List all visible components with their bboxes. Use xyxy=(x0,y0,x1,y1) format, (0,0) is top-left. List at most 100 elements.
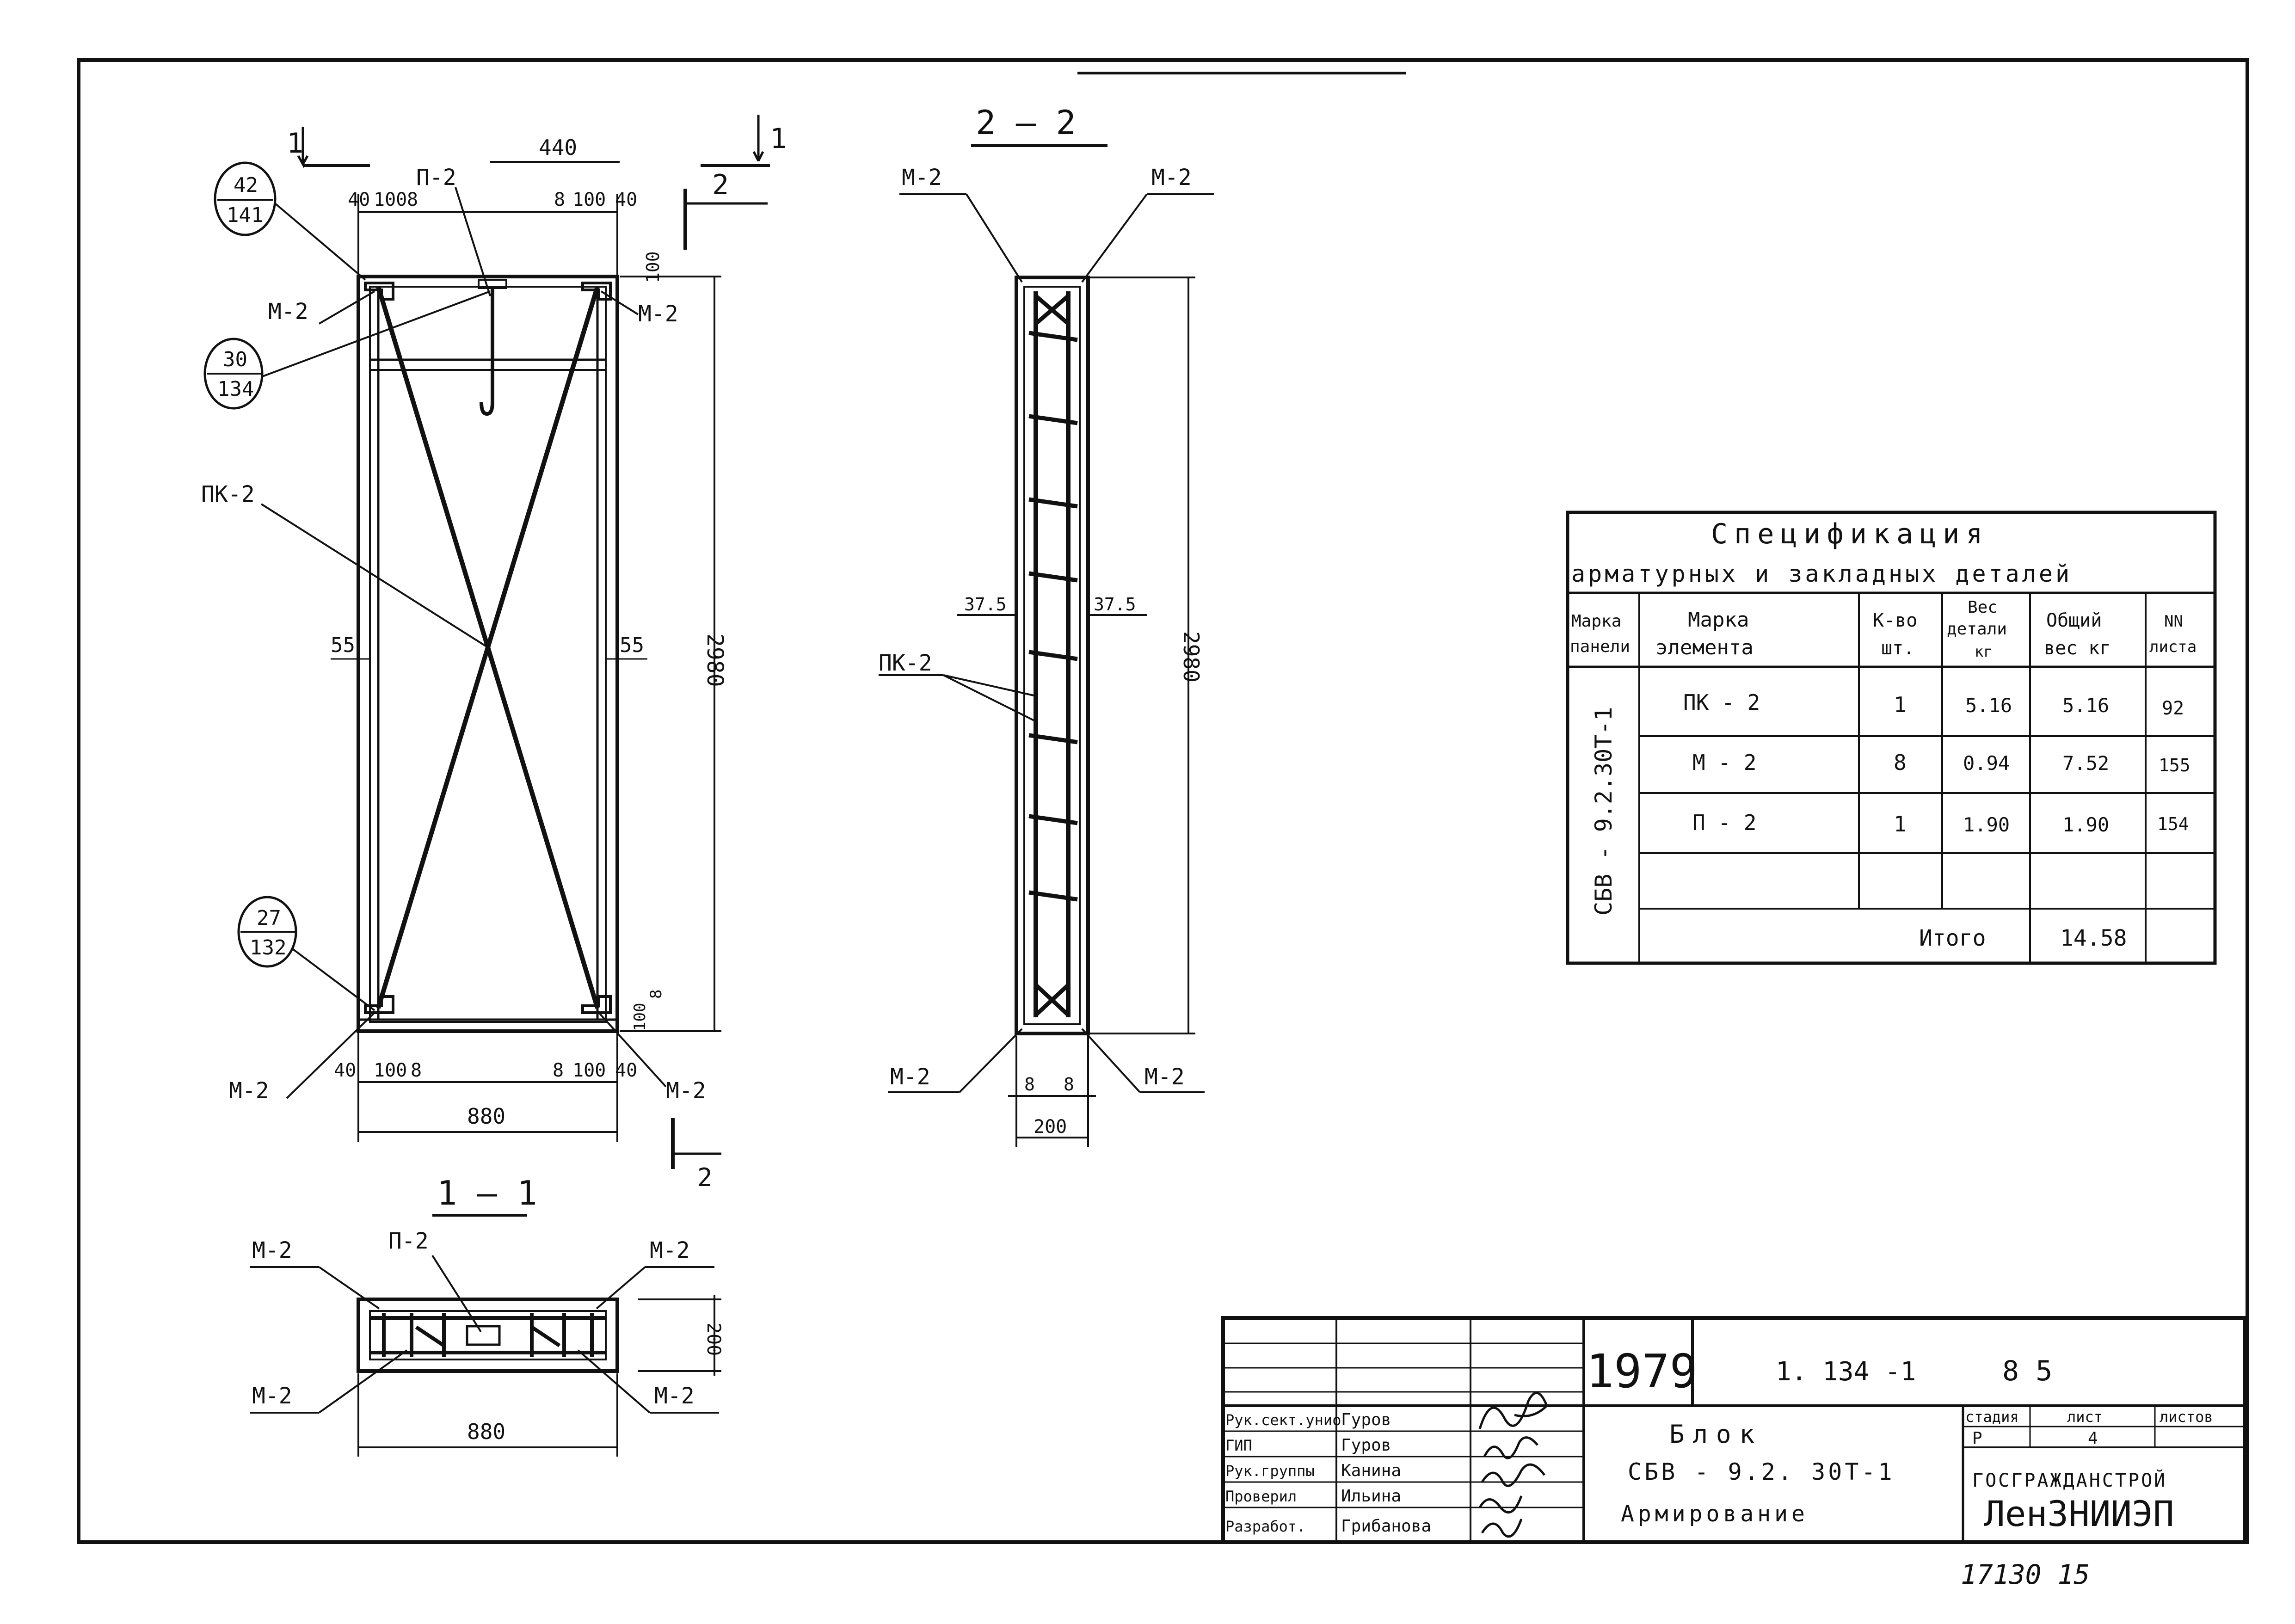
bottom-ref: 17130 15 xyxy=(1961,1559,2090,1590)
dim-2-2-bottom-8-right: 8 xyxy=(1064,1074,1074,1095)
spec-h-element-1: Марка xyxy=(1688,608,1749,632)
spec-h-sheet-1: NN xyxy=(2164,612,2183,631)
leader-1-1-m2-bottom-right xyxy=(577,1349,651,1414)
tb-name-line3: Армирование xyxy=(1621,1501,1809,1527)
label-1-1-m2-bottom-left: М-2 xyxy=(252,1383,292,1409)
svg-text:7.52: 7.52 xyxy=(2062,752,2109,775)
section-1-1-inner xyxy=(369,1310,607,1360)
label-2-2-m2-bottom-right: М-2 xyxy=(1144,1064,1185,1090)
spec-row-2: М - 2 8 0.94 7.52 155 xyxy=(1692,750,2190,775)
leader-2-2-m2-top-right xyxy=(1081,193,1148,283)
dim-2-2-height: 2980 xyxy=(1179,631,1204,683)
leader-1-1-p2 xyxy=(431,1255,482,1333)
svg-text:5.16: 5.16 xyxy=(2062,694,2109,717)
leader-m2-bottom-right xyxy=(598,1012,667,1088)
section-2-2-inner xyxy=(1023,286,1081,1025)
spec-h-qty-2: шт. xyxy=(1881,638,1914,659)
tb-role-3: Рук.группы xyxy=(1225,1462,1315,1480)
plate-m2-bottom-left xyxy=(364,995,394,1014)
label-2-2-m2-top-left: М-2 xyxy=(902,165,942,191)
tb-org1: ГОСГРАЖДАНСТРОЙ xyxy=(1972,1469,2167,1491)
section-2-2-outline xyxy=(1015,276,1090,1035)
dim-bottom-40-right: 40 xyxy=(615,1060,637,1081)
section-1-1-title: 1 — 1 xyxy=(437,1174,537,1212)
spec-h-sheet-2: листа xyxy=(2149,638,2197,656)
label-1-1-m2-top-right: М-2 xyxy=(650,1237,690,1263)
section-1-1-p2-plate xyxy=(466,1325,501,1346)
label-m2-top-left: М-2 xyxy=(268,299,308,325)
section-2-2: 2 — 2 37.5 37.5 2980 8 xyxy=(879,103,1214,1147)
spec-table-title1: Спецификация xyxy=(1711,518,1989,550)
dim-height-2980: 2980 xyxy=(702,634,728,687)
tb-role-2: ГИП xyxy=(1225,1437,1252,1454)
title-block: 1979 1. 134 -1 8 5 Рук.сект.унио ГИП Рук… xyxy=(1221,1316,2247,1544)
panel-outline xyxy=(357,275,619,1033)
tb-name-1: Гуров xyxy=(1341,1410,1391,1429)
spec-table-title2: арматурных и закладных деталей xyxy=(1571,560,2072,587)
section-mark-left-label: 1 xyxy=(287,127,303,160)
dim-top-100-left: 100 xyxy=(374,189,407,210)
spec-h-panel-2: панели xyxy=(1570,637,1630,656)
svg-text:132: 132 xyxy=(250,936,286,960)
dim-top-8-left: 8 xyxy=(407,189,418,210)
leader-2-2-m2-top-left xyxy=(966,193,1023,283)
callout-27-132: 27 132 xyxy=(237,896,375,1011)
spec-total-value: 14.58 xyxy=(2060,925,2127,951)
section-mark-side-bottom-label: 2 xyxy=(697,1163,713,1192)
plate-m2-top-left xyxy=(364,282,394,301)
tb-sheets-label: листов xyxy=(2160,1408,2213,1426)
section-2-2-stirrups xyxy=(1028,294,1078,1017)
lifting-hook-p2 xyxy=(480,287,494,416)
svg-text:1.90: 1.90 xyxy=(2062,813,2109,836)
label-2-2-m2-bottom-left: М-2 xyxy=(890,1064,930,1090)
label-pk2: ПК-2 xyxy=(201,481,255,507)
spec-h-unit-1: Вес xyxy=(1968,598,1998,617)
plan-view: 1 1 2 2 440 40 100 8 8 100 40 100 2980 5… xyxy=(201,115,787,1192)
dim-2-2-width: 200 xyxy=(1034,1116,1067,1138)
spec-h-total-2: вес кг xyxy=(2044,638,2111,659)
dim-1-1-width: 880 xyxy=(467,1419,505,1444)
dim-2-2-bottom-8-left: 8 xyxy=(1024,1074,1035,1095)
section-1-1-outline xyxy=(357,1298,619,1373)
tb-org2: ЛенЗНИИЭП xyxy=(1984,1493,2174,1534)
tb-name-line2: СБВ - 9.2. 30Т-1 xyxy=(1628,1458,1895,1485)
leader-2-2-pk2-a xyxy=(943,674,1036,697)
leader-1-1-m2-top-right xyxy=(596,1266,646,1310)
label-m2-bottom-left: М-2 xyxy=(229,1078,269,1104)
dim-bottom-8-right: 8 xyxy=(553,1060,564,1081)
plate-m2-top-right xyxy=(581,282,612,301)
dim-bottom-100-left: 100 xyxy=(374,1060,407,1081)
svg-text:27: 27 xyxy=(257,906,281,930)
dim-1-1-height: 200 xyxy=(703,1323,724,1356)
tb-issue: 8 5 xyxy=(2002,1355,2052,1387)
title-block-frame xyxy=(1221,1316,2247,1544)
tb-role-5: Разработ. xyxy=(1225,1518,1305,1535)
svg-text:8: 8 xyxy=(1894,750,1907,775)
svg-text:П - 2: П - 2 xyxy=(1692,810,1756,835)
tb-stage-label: стадия xyxy=(1965,1408,2019,1426)
label-1-1-p2: П-2 xyxy=(388,1228,429,1254)
leader-m2-top-right xyxy=(600,290,639,315)
tb-name-2: Гуров xyxy=(1341,1436,1391,1455)
dim-bottom-100-right: 100 xyxy=(572,1060,606,1081)
svg-text:М - 2: М - 2 xyxy=(1692,750,1756,775)
leader-2-2-pk2-b xyxy=(943,674,1036,722)
dim-top-440: 440 xyxy=(539,135,577,160)
dim-bottom-right-8: 8 xyxy=(647,990,665,999)
svg-text:141: 141 xyxy=(227,203,263,227)
leader-m2-bottom-left xyxy=(286,1012,375,1099)
tb-year: 1979 xyxy=(1586,1344,1698,1398)
spec-panel-mark: СБВ - 9.2.30Т-1 xyxy=(1590,707,1617,916)
leader-2-2-m2-bottom-left xyxy=(959,1028,1023,1093)
label-m2-top-right: М-2 xyxy=(638,301,678,327)
dim-side-left-55: 55 xyxy=(331,634,355,657)
svg-text:92: 92 xyxy=(2162,698,2184,719)
svg-text:1: 1 xyxy=(1894,812,1907,837)
svg-text:0.94: 0.94 xyxy=(1963,752,2010,775)
tb-role-4: Проверил xyxy=(1225,1488,1297,1505)
tb-name-5: Грибанова xyxy=(1341,1517,1431,1536)
dim-2-2-left: 37.5 xyxy=(964,594,1007,615)
dim-bottom-8-left: 8 xyxy=(411,1060,422,1081)
tb-code: 1. 134 -1 xyxy=(1776,1357,1916,1387)
